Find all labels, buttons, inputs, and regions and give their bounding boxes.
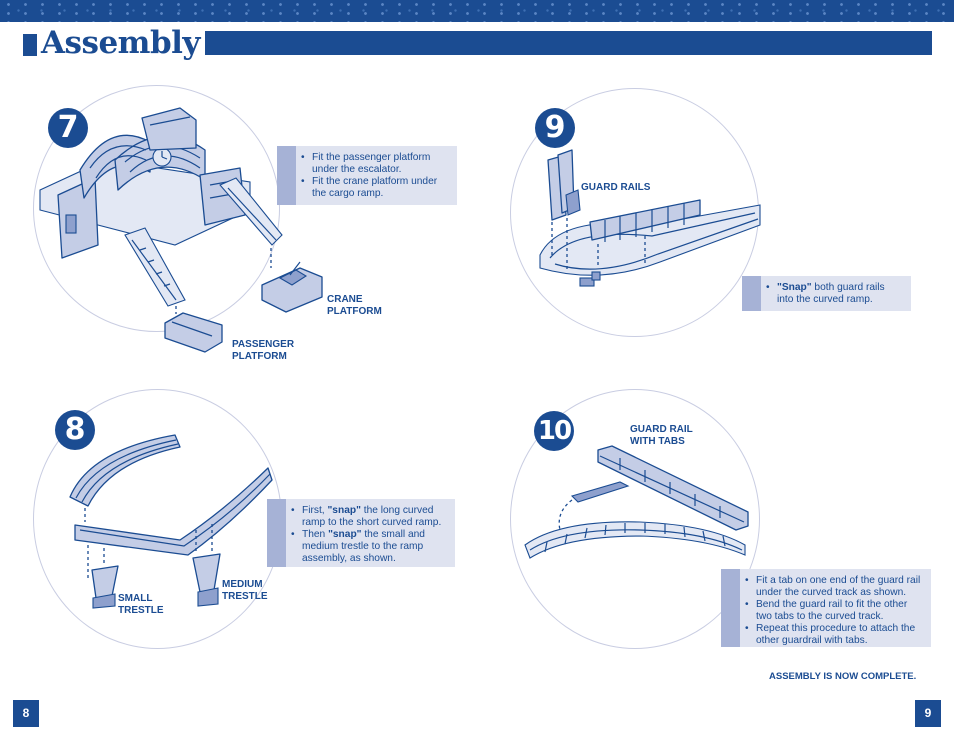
page-number-left: 8	[13, 700, 39, 727]
page-number-right: 9	[915, 700, 941, 727]
bullet-text: Then	[302, 529, 329, 540]
note-band	[742, 276, 761, 311]
label-line: GUARD RAIL	[630, 424, 693, 435]
label-line: PLATFORM	[232, 351, 287, 362]
step-9-note: "Snap" both guard rails into the curved …	[742, 276, 911, 311]
note-band	[277, 146, 296, 205]
title-block-accent	[23, 34, 37, 56]
note-band	[267, 499, 286, 567]
label-medium-trestle: MEDIUM TRESTLE	[222, 579, 268, 603]
label-guard-rail-with-tabs: GUARD RAIL WITH TABS	[630, 424, 693, 448]
label-line: MEDIUM	[222, 579, 263, 590]
label-line: TRESTLE	[222, 591, 268, 602]
bullet: "Snap" both guard rails into the curved …	[766, 282, 903, 306]
bullet: Bend the guard rail to fit the other two…	[745, 599, 923, 623]
step-10-note: Fit a tab on one end of the guard rail u…	[721, 569, 931, 647]
page-title: Assembly	[41, 25, 200, 61]
bullet: Repeat this procedure to attach the othe…	[745, 623, 923, 647]
label-line: SMALL	[118, 593, 153, 604]
bullet-text: the long curved ramp to the short curved…	[302, 505, 442, 528]
bullet-text: both guard rails into the curved ramp.	[777, 282, 885, 305]
step-10-number: 10	[534, 411, 574, 451]
step-7-number: 7	[48, 108, 88, 148]
note-band	[721, 569, 740, 647]
bullet: Then "snap" the small and medium trestle…	[291, 529, 447, 565]
bullet: First, "snap" the long curved ramp to th…	[291, 505, 447, 529]
bullet-text: the small and medium trestle to the ramp…	[302, 529, 425, 564]
label-crane-platform: CRANE PLATFORM	[327, 294, 382, 318]
bullet-text: First,	[302, 505, 328, 516]
label-line: TRESTLE	[118, 605, 164, 616]
decorative-top-band	[0, 0, 954, 22]
label-passenger-platform: PASSENGER PLATFORM	[232, 339, 294, 363]
label-small-trestle: SMALL TRESTLE	[118, 593, 164, 617]
label-line: PLATFORM	[327, 306, 382, 317]
title-bar	[205, 31, 932, 55]
label-guard-rails: GUARD RAILS	[581, 182, 651, 193]
label-line: PASSENGER	[232, 339, 295, 350]
assembly-complete-text: ASSEMBLY IS NOW COMPLETE.	[769, 671, 917, 682]
snap-keyword: "snap"	[327, 505, 361, 516]
step-7-note: Fit the passenger platform under the esc…	[277, 146, 457, 205]
bullet: Fit a tab on one end of the guard rail u…	[745, 575, 923, 599]
snap-keyword: "Snap"	[777, 282, 812, 293]
label-line: WITH TABS	[630, 436, 685, 447]
snap-keyword: "snap"	[328, 529, 362, 540]
step-8-number: 8	[55, 410, 95, 450]
bullet: Fit the crane platform under the cargo r…	[301, 176, 449, 200]
step-9-number: 9	[535, 108, 575, 148]
step-8-note: First, "snap" the long curved ramp to th…	[267, 499, 455, 567]
bullet: Fit the passenger platform under the esc…	[301, 152, 449, 176]
label-line: CRANE	[327, 294, 363, 305]
